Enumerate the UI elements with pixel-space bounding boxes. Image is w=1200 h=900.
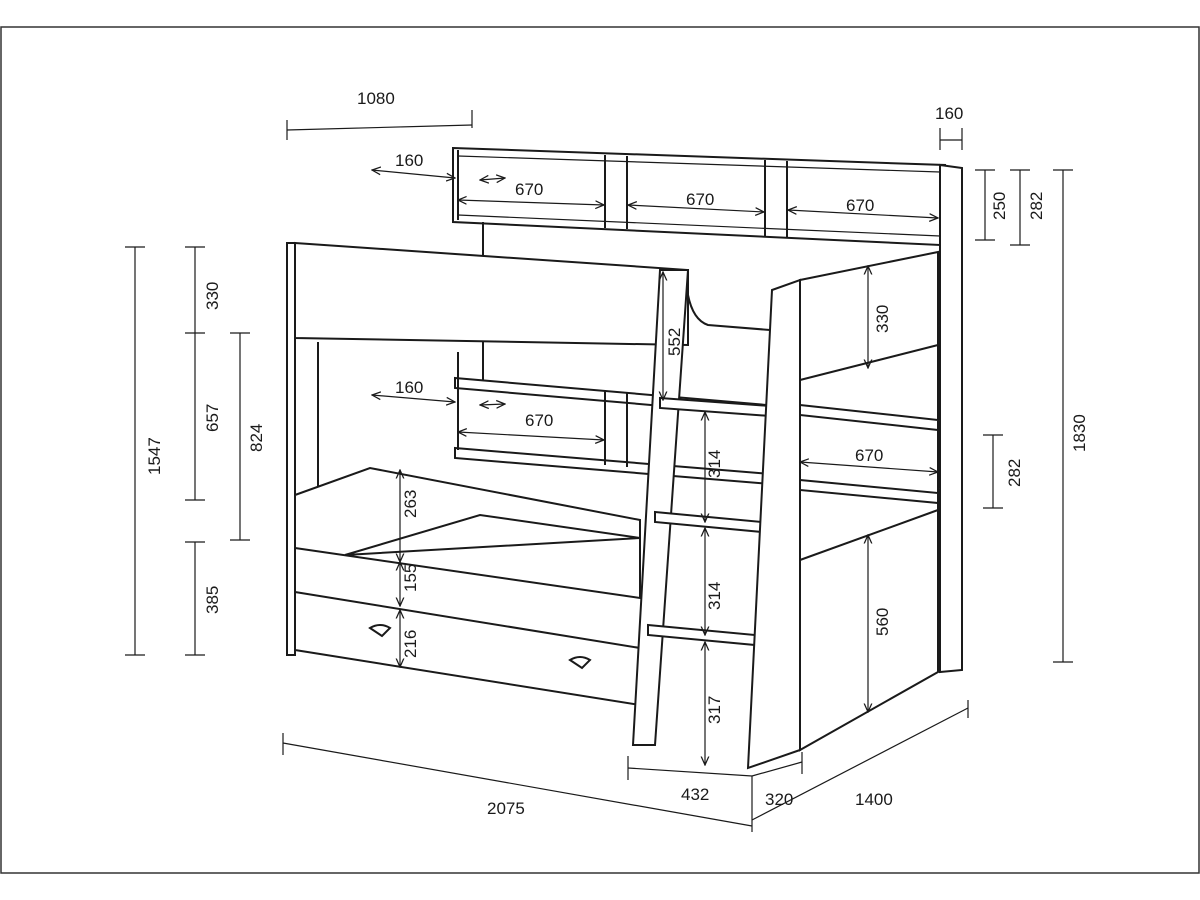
left-post	[286, 242, 296, 656]
dim-314-lower: 314	[705, 582, 724, 610]
dim-263: 263	[401, 490, 420, 518]
dim-314-upper: 314	[705, 450, 724, 478]
dim-2075: 2075	[487, 799, 525, 818]
dim-670-top-3: 670	[846, 196, 874, 215]
bed-outline	[286, 146, 963, 770]
dim-155: 155	[401, 564, 420, 592]
upper-front-rail	[294, 241, 689, 347]
dim-670-top-1: 670	[515, 180, 543, 199]
dim-282-right: 282	[1005, 459, 1024, 487]
dim-657: 657	[203, 404, 222, 432]
dim-670-top-2: 670	[686, 190, 714, 209]
dim-824: 824	[247, 424, 266, 452]
dim-670-right: 670	[855, 446, 883, 465]
dim-282-top: 282	[1027, 192, 1046, 220]
dim-330-left: 330	[203, 282, 222, 310]
dim-317: 317	[705, 696, 724, 724]
dim-250: 250	[990, 192, 1009, 220]
dim-330-right: 330	[873, 305, 892, 333]
right-cabinet	[799, 250, 939, 752]
dimension-lines	[125, 110, 1073, 832]
ladder-left-stringer	[631, 269, 690, 746]
right-post	[939, 163, 963, 674]
dim-1080: 1080	[357, 89, 395, 108]
dim-385: 385	[203, 586, 222, 614]
dim-160-post: 160	[935, 104, 963, 123]
dim-160-mid: 160	[395, 378, 423, 397]
dim-552: 552	[665, 328, 684, 356]
drawing-frame	[0, 26, 1200, 874]
dim-160-top: 160	[395, 151, 423, 170]
dim-1830: 1830	[1070, 414, 1089, 452]
drawer-handle-left	[368, 624, 392, 638]
dim-560: 560	[873, 608, 892, 636]
dim-432: 432	[681, 785, 709, 804]
dimension-labels: 1080 160 160 670 670 670 250 282 1830 15…	[145, 89, 1089, 818]
dim-320: 320	[765, 790, 793, 809]
dim-216: 216	[401, 630, 420, 658]
drawer	[294, 590, 641, 707]
dim-1547: 1547	[145, 437, 164, 475]
dim-670-mid: 670	[525, 411, 553, 430]
drawer-handle-right	[568, 656, 592, 670]
dim-1400: 1400	[855, 790, 893, 809]
